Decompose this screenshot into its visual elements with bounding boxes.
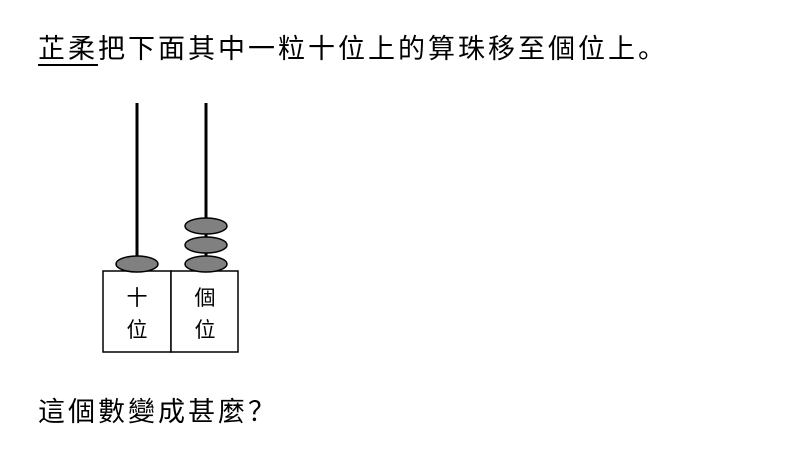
ones-label-line1: 個 — [194, 286, 216, 310]
student-name: 芷柔 — [38, 34, 98, 65]
ones-bead — [184, 217, 228, 235]
followup-question: 這個數變成甚麼？ — [38, 397, 278, 428]
question-body: 把下面其中一粒十位上的算珠移至個位上。 — [98, 34, 668, 65]
tens-label-line2: 位 — [126, 318, 148, 342]
tens-label-line1: 十 — [126, 286, 148, 310]
ones-bead — [184, 236, 228, 254]
ones-label-line2: 位 — [194, 318, 216, 342]
question-text: 芷柔把下面其中一粒十位上的算珠移至個位上。 — [38, 30, 668, 70]
ones-place-label: 個 位 — [172, 283, 238, 345]
tens-bead — [115, 255, 159, 273]
tens-place-label: 十 位 — [104, 283, 170, 345]
tens-place-box — [102, 270, 172, 353]
ones-place-box — [170, 270, 239, 353]
ones-bead — [184, 255, 228, 273]
